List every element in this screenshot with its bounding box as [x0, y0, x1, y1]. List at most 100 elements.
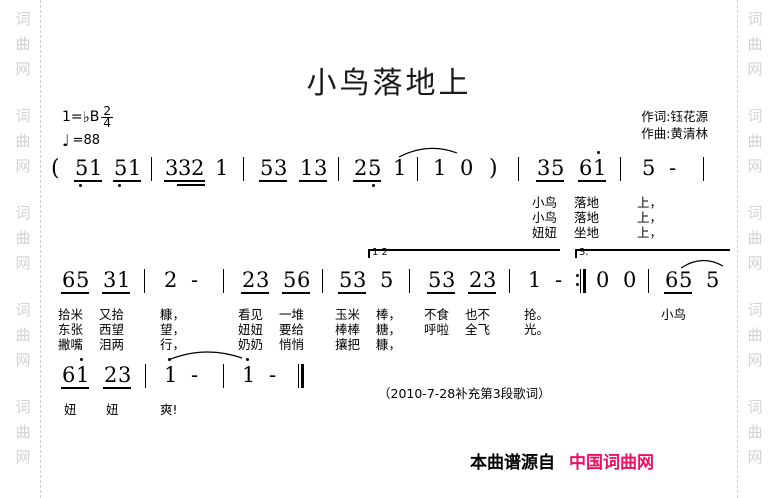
lyric: 东张	[58, 322, 84, 337]
lyric: 撇嘴	[58, 337, 84, 352]
lyric-verse-3: 妞 妞 爽!	[48, 402, 730, 417]
high-octave-dot	[597, 151, 600, 154]
barline	[518, 157, 519, 181]
barline	[322, 269, 323, 293]
note: 5	[76, 268, 90, 292]
watermark-char: 词	[747, 398, 763, 416]
high-octave-dot	[246, 358, 249, 361]
watermark-char: 网	[747, 254, 763, 272]
tempo-value: =88	[72, 133, 100, 148]
lyrics-block-2: 拾米 又拾 糠， 看见 一堆 玉米 棒， 不食 也不 抢。 小鸟 东张 西望 望…	[48, 307, 730, 352]
watermark-char: 网	[15, 448, 31, 466]
rest: 0	[460, 156, 474, 180]
footer: 本曲谱源自中国词曲网	[470, 448, 654, 473]
lyric: 上，	[637, 225, 663, 240]
dash: -	[269, 363, 277, 387]
beam	[61, 292, 89, 294]
barline	[243, 157, 244, 181]
note: 2	[104, 363, 118, 387]
lyric: 糖，	[376, 322, 402, 337]
time-signature: 2 4	[101, 103, 113, 129]
note: 5	[283, 268, 297, 292]
barline	[409, 269, 410, 293]
barline	[648, 269, 649, 293]
lyric: 拾米	[58, 307, 84, 322]
note: 1	[164, 363, 178, 387]
watermark-char: 网	[15, 351, 31, 369]
rest: 0	[623, 268, 637, 292]
note: 5	[75, 156, 89, 180]
score-line-1: ( 5 1 5 1 3 3 2 1 5 3 1 3 2 5	[48, 147, 730, 250]
sheet-music-page: 小鸟落地上 作词:钰花源 作曲:黄清林 1= ♭ B 2 4 ♩ =88 ( 5…	[48, 0, 730, 498]
watermark-char: 曲	[747, 326, 763, 344]
key-letter: B	[89, 109, 100, 125]
note: 6	[579, 156, 593, 180]
quarter-note-icon: ♩	[62, 131, 70, 150]
lyric: 望，	[160, 322, 186, 337]
note: 1	[76, 363, 90, 387]
beam	[427, 292, 455, 294]
note: 6	[62, 363, 76, 387]
watermark-char: 网	[747, 157, 763, 175]
high-octave-dot	[80, 358, 83, 361]
lyric-verse-3: 撇嘴 泪两 行， 奶奶 悄悄 攘把 糠，	[48, 337, 730, 352]
barline	[509, 269, 510, 293]
note: 2	[164, 268, 178, 292]
watermark-char: 曲	[15, 229, 31, 247]
lyric: 又拾	[99, 307, 125, 322]
note: 1	[128, 156, 142, 180]
lyric: 爽!	[160, 402, 178, 417]
beam	[282, 292, 310, 294]
beam	[103, 387, 131, 389]
footer-site-name[interactable]: 中国词曲网	[569, 453, 654, 473]
note-row-1: ( 5 1 5 1 3 3 2 1 5 3 1 3 2 5	[48, 147, 730, 189]
lyric-verse-3: 妞妞 坐地 上，	[48, 225, 730, 240]
watermark-char: 曲	[747, 35, 763, 53]
note: 3	[256, 268, 270, 292]
barline	[223, 364, 224, 388]
lyric: 泪两	[99, 337, 125, 352]
note: 5	[260, 156, 274, 180]
lyric-verse-2: 东张 西望 望， 妞妞 要给 棒棒 糖， 呼啦 全飞 光。	[48, 322, 730, 337]
lyric: 妞妞	[532, 225, 558, 240]
low-octave-dot	[118, 184, 121, 187]
note: 3	[537, 156, 551, 180]
barline	[620, 157, 621, 181]
watermark-char: 曲	[15, 326, 31, 344]
lyrics-block-3: 妞 妞 爽!	[48, 402, 730, 417]
lyric: 小鸟	[661, 307, 687, 322]
key-signature: 1= ♭ B 2 4	[62, 105, 113, 129]
note: 5	[551, 156, 565, 180]
lyric: 棒棒	[335, 322, 361, 337]
slur	[397, 144, 459, 158]
note: 2	[191, 156, 205, 180]
watermark-char: 曲	[15, 423, 31, 441]
watermark-char: 网	[15, 254, 31, 272]
note: 3	[165, 156, 179, 180]
note: 2	[354, 156, 368, 180]
beam	[164, 180, 205, 182]
beam	[299, 180, 327, 182]
lyric: 妞	[106, 402, 119, 417]
lyric: 全飞	[465, 322, 491, 337]
watermark-char: 词	[747, 107, 763, 125]
note: 5	[368, 156, 382, 180]
watermark-char: 网	[15, 157, 31, 175]
flat-symbol: ♭	[82, 108, 90, 126]
beam	[664, 292, 692, 294]
volta-label: 1 2	[372, 247, 388, 258]
time-numerator: 2	[101, 103, 113, 118]
footer-source-label: 本曲谱源自	[470, 453, 555, 473]
note: 5	[428, 268, 442, 292]
volta-label: 3.	[579, 247, 589, 258]
note: 3	[178, 156, 192, 180]
beam	[61, 387, 89, 389]
note: 6	[297, 268, 311, 292]
lyric: 小鸟	[532, 210, 558, 225]
note: 1	[242, 363, 256, 387]
rest: 0	[596, 268, 610, 292]
barline	[417, 157, 418, 181]
score-line-2: 1 2 3. 6 5 3 1 2 - 2 3 5 6 5	[48, 247, 730, 358]
watermark-char: 网	[747, 448, 763, 466]
lyric: 奶奶	[238, 337, 264, 352]
